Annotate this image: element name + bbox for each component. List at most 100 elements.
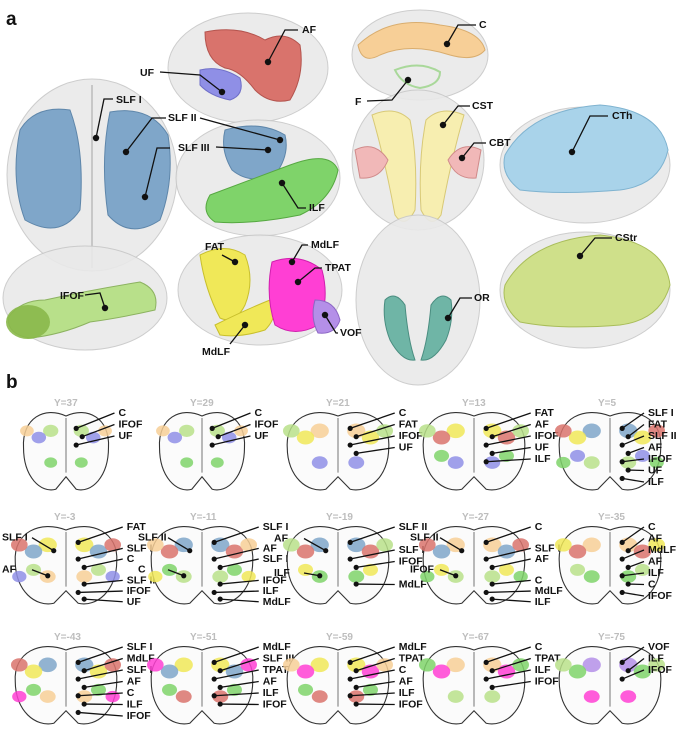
leader-dot — [75, 589, 81, 596]
slice-y-label: Y=-19 — [326, 512, 353, 523]
leader-dot — [217, 701, 223, 707]
leader-line — [220, 558, 259, 569]
tract-cross-section — [484, 456, 501, 469]
slice-y-label: Y=-3 — [54, 512, 76, 523]
leader-dot — [79, 434, 85, 440]
leader-line — [439, 569, 456, 577]
svg-text:FAT: FAT — [205, 241, 225, 253]
slice-tract-label: IFOF — [127, 585, 151, 597]
slice-tract-label: ILF — [274, 567, 290, 579]
leader-dot — [625, 581, 631, 587]
slice-tract-label: SLF II — [399, 521, 428, 533]
slice-tract-label: SLF I — [648, 407, 674, 419]
leader-dot — [75, 659, 81, 665]
tract-cross-section — [568, 664, 587, 679]
slice-y-label: Y=-59 — [326, 632, 353, 643]
leader-line — [84, 558, 123, 569]
brain-lateral-slf-ilf — [175, 119, 341, 237]
slice-tract-label: FAT — [535, 407, 555, 419]
leader-line — [355, 423, 395, 438]
slice-y-label: Y=-43 — [54, 632, 81, 643]
tract-cross-section — [98, 425, 112, 437]
tract-cross-section — [633, 664, 652, 679]
leader-line — [214, 692, 259, 697]
leader-line — [491, 423, 531, 438]
leader-dot — [75, 709, 81, 716]
label-vof-a: VOF — [321, 311, 362, 339]
tract-cross-section — [583, 570, 600, 583]
slice-y-label: Y=-35 — [598, 512, 625, 523]
tract-cross-section — [212, 690, 229, 703]
leader-dot — [323, 548, 329, 554]
slice-y-label: Y=37 — [54, 398, 78, 409]
svg-text:MdLF: MdLF — [311, 239, 340, 251]
leader-dot — [459, 548, 465, 554]
tract-cross-section — [179, 424, 195, 437]
tract-cross-section — [348, 690, 365, 703]
svg-text:TPAT: TPAT — [325, 262, 351, 274]
leader-dot — [217, 668, 223, 674]
slice-tract-label: IFOF — [127, 710, 151, 722]
leader-dot — [73, 425, 79, 431]
tract-f — [393, 64, 442, 90]
slice-y-label: Y=13 — [462, 398, 486, 409]
leader-line — [492, 558, 531, 569]
leader-line — [31, 569, 48, 577]
tract-cross-section — [10, 658, 28, 672]
svg-text:CBT: CBT — [489, 137, 511, 149]
tract-cross-section — [212, 570, 229, 583]
slice-tract-label: MdLF — [263, 641, 292, 653]
tract-cross-section — [38, 657, 57, 673]
label-cbt-a: CBT — [458, 137, 511, 162]
slice-tract-label: TPAT — [263, 664, 289, 676]
tract-cross-section — [12, 570, 27, 583]
leader-dot — [217, 564, 223, 570]
label-uf-a: UF — [140, 67, 226, 96]
leader-line — [485, 646, 531, 663]
leader-dot — [211, 659, 217, 665]
leader-line — [81, 423, 115, 438]
leader-line — [77, 526, 123, 543]
tract-cross-section — [569, 563, 586, 576]
leader-dot — [347, 556, 353, 562]
tract-cross-section — [376, 658, 394, 672]
svg-text:CST: CST — [472, 100, 494, 112]
slice-tract-label: UF — [127, 596, 142, 608]
tract-cross-section — [554, 658, 572, 672]
brain-axial-cst-or — [351, 89, 485, 386]
slice-tract-label: SLF I — [263, 521, 289, 533]
label-ifof-a: IFOF — [60, 290, 109, 312]
tract-cst-right — [419, 110, 465, 222]
slice-tract-label: TPAT — [535, 653, 561, 665]
slice-y-label: Y=21 — [326, 398, 350, 409]
leader-dot — [489, 581, 495, 587]
leader-line — [622, 591, 645, 597]
tract-cross-section — [648, 424, 666, 438]
tract-cross-section — [446, 657, 465, 673]
slice-tract-label: ILF — [535, 453, 551, 465]
leader-dot — [353, 701, 359, 707]
tract-cross-section — [160, 664, 179, 679]
leader-dot — [619, 475, 625, 482]
tract-cross-section — [446, 537, 465, 553]
leader-dot — [483, 556, 489, 562]
leader-line — [627, 657, 645, 672]
brain-sagittal-c — [351, 9, 489, 101]
slice-tract-label: MdLF — [399, 579, 428, 591]
leader-line — [217, 423, 251, 438]
leader-dot — [619, 425, 625, 431]
tract-cross-section — [282, 424, 300, 438]
leader-dot — [483, 442, 489, 448]
panel-b-letter: b — [6, 372, 18, 393]
leader-dot — [353, 564, 359, 570]
leader-dot — [483, 539, 489, 545]
leader-line — [356, 560, 395, 569]
leader-dot — [625, 548, 631, 554]
tract-cross-section — [90, 563, 107, 576]
leader-line — [303, 572, 320, 577]
